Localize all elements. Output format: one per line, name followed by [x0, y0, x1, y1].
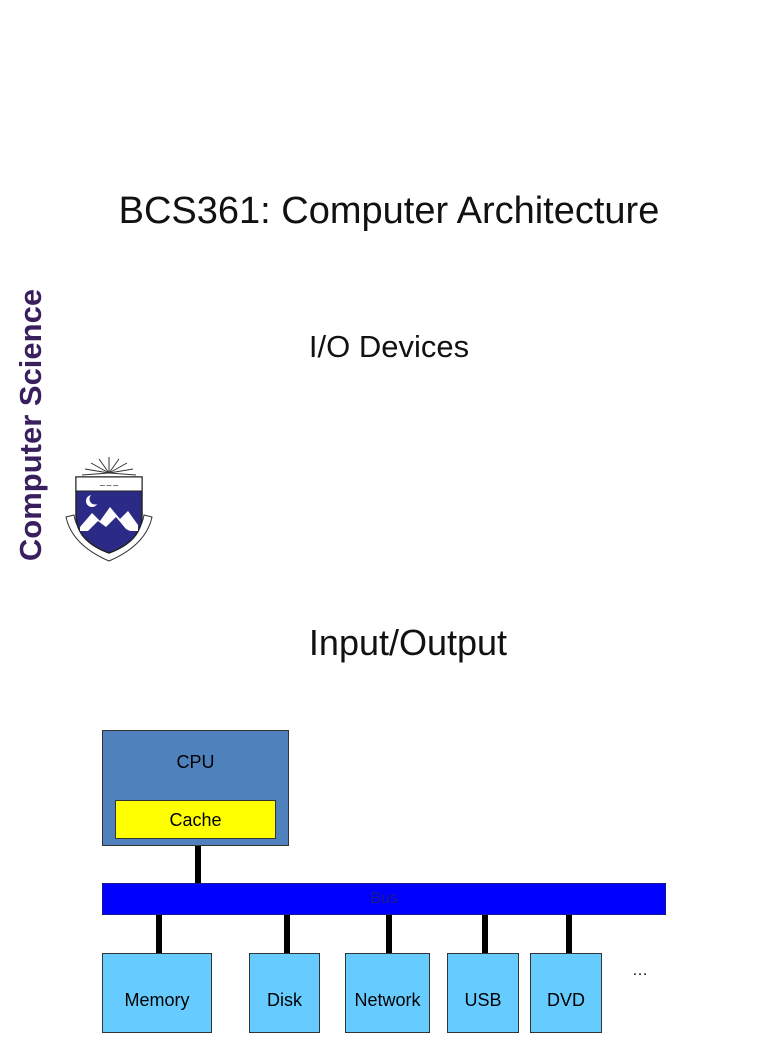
side-label: Computer Science — [13, 288, 48, 562]
usb-bus-connector — [482, 915, 488, 953]
more-devices-ellipsis: … — [632, 962, 648, 979]
network-bus-connector — [386, 915, 392, 953]
dvd-bus-connector — [566, 915, 572, 953]
device-network: Network — [345, 953, 430, 1033]
svg-text:~~~: ~~~ — [99, 481, 119, 490]
cpu-bus-connector — [195, 846, 201, 883]
device-memory: Memory — [102, 953, 212, 1033]
slide-title: BCS361: Computer Architecture — [118, 190, 660, 232]
disk-bus-connector — [284, 915, 290, 953]
memory-bus-connector — [156, 915, 162, 953]
cache-block: Cache — [115, 800, 276, 839]
side-label-container: Computer Science — [13, 275, 48, 575]
slide-subtitle: I/O Devices — [308, 329, 470, 364]
device-dvd: DVD — [530, 953, 602, 1033]
device-usb: USB — [447, 953, 519, 1033]
system-bus: Bus — [102, 883, 666, 915]
cpu-label: CPU — [176, 752, 215, 772]
section-title: Input/Output — [308, 622, 508, 663]
device-disk: Disk — [249, 953, 320, 1033]
university-crest-logo: ~~~ — [65, 457, 153, 562]
